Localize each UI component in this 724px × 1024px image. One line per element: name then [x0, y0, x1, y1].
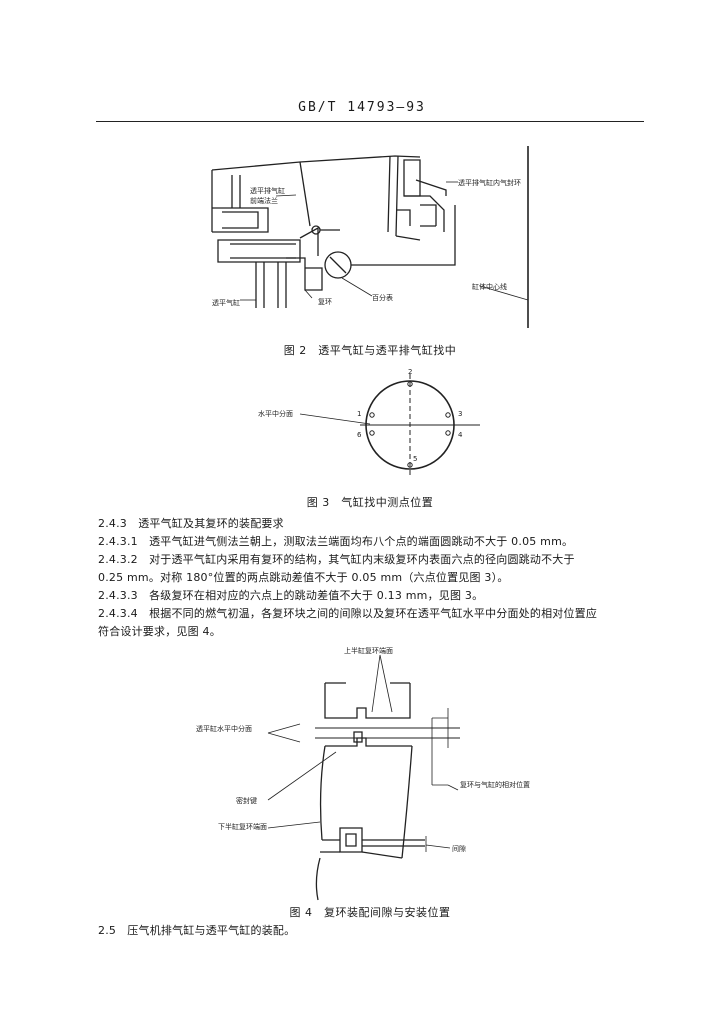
- fig4-label-lower-face: 下半缸复环端面: [218, 823, 267, 831]
- figure2-caption: 图 2 透平气缸与透平排气缸找中: [283, 344, 457, 357]
- fig4-label-gap: 间隙: [452, 845, 466, 853]
- fig3-point-5: 5: [413, 455, 418, 463]
- section-2-4-3-4-line1: 2.4.3.4 根据不同的燃气初温，各复环块之间的间隙以及复环在透平气缸水平中分…: [98, 607, 598, 620]
- section-2-4-3-1: 2.4.3.1 透平气缸进气侧法兰朝上，测取法兰端面均布八个点的端面圆跳动不大于…: [98, 535, 574, 548]
- figure3-caption: 图 3 气缸找中测点位置: [306, 496, 434, 509]
- fig4-label-relative-pos: 复环与气缸的相对位置: [460, 781, 530, 789]
- fig3-label-split-plane: 水平中分面: [258, 410, 293, 418]
- fig3-point-2: 2: [408, 368, 413, 376]
- fig3-point-1: 1: [357, 410, 362, 418]
- section-2-4-3-2-line1: 2.4.3.2 对于透平气缸内采用有复环的结构，其气缸内末级复环内表面六点的径向…: [98, 553, 575, 566]
- section-2-4-3-4-line2: 符合设计要求，见图 4。: [98, 625, 221, 638]
- fig2-label-front-flange: 透平排气缸 前端法兰: [250, 187, 285, 205]
- section-2-4-3-2-line2: 0.25 mm。对称 180°位置的两点跳动差值不大于 0.05 mm（六点位置…: [98, 571, 509, 584]
- section-2-4-3-3: 2.4.3.3 各级复环在相对应的六点上的跳动差值不大于 0.13 mm，见图 …: [98, 589, 484, 602]
- fig4-label-split-plane: 透平缸水平中分面: [196, 725, 252, 733]
- fig2-label-centerline: 缸体中心线: [472, 283, 507, 291]
- standard-code-header: GB/T 14793—93: [298, 100, 426, 115]
- fig3-point-6: 6: [357, 431, 362, 439]
- fig3-point-3: 3: [458, 410, 463, 418]
- fig4-label-upper-face: 上半缸复环端面: [344, 647, 393, 655]
- section-2-5: 2.5 压气机排气缸与透平气缸的装配。: [98, 924, 296, 937]
- fig2-label-dial-gauge: 百分表: [372, 294, 393, 302]
- fig2-label-cylinder: 透平气缸: [212, 299, 240, 307]
- fig2-label-inner-ring: 透平排气缸内气封环: [458, 179, 521, 187]
- fig2-label-seal-ring: 复环: [318, 298, 332, 306]
- fig4-label-seal-key: 密封键: [236, 797, 257, 805]
- section-2-4-3-heading: 2.4.3 透平气缸及其复环的装配要求: [98, 517, 284, 530]
- fig3-point-4: 4: [458, 431, 463, 439]
- header-rule: [96, 121, 644, 122]
- figure4-caption: 图 4 复环装配间隙与安装位置: [289, 906, 451, 919]
